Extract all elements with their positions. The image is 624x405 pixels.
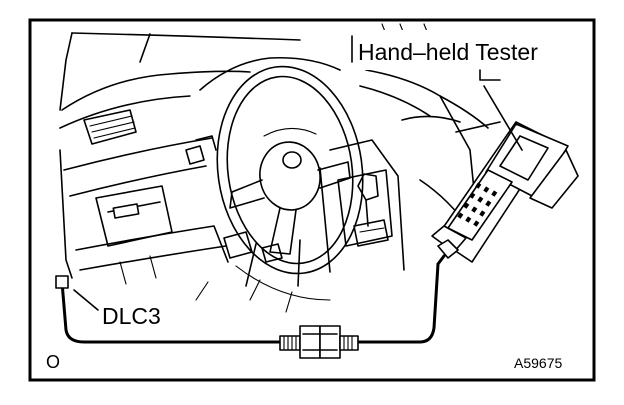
dlc3-label: DLC3 bbox=[102, 303, 161, 329]
dashboard-illustration bbox=[59, 23, 501, 313]
steering-wheel bbox=[216, 65, 364, 287]
dlc3-connector bbox=[55, 275, 69, 289]
tester-keypad bbox=[447, 169, 513, 241]
hand-held-tester bbox=[431, 121, 579, 266]
callouts bbox=[73, 30, 574, 311]
tester-cable bbox=[55, 262, 440, 359]
tester-label: Hand–held Tester bbox=[358, 39, 538, 65]
figure-code: A59675 bbox=[514, 355, 562, 371]
inline-connector bbox=[279, 325, 359, 359]
corner-mark: O bbox=[46, 352, 60, 372]
